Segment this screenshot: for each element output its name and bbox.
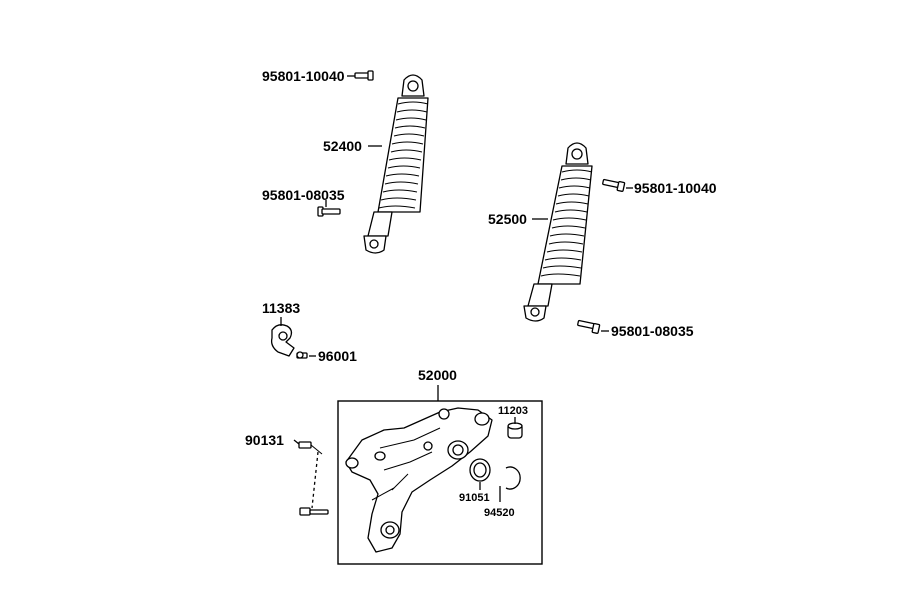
swing-arm-bracket [345, 407, 493, 553]
label-shock-right: 52500 [488, 211, 527, 227]
label-bushing: 11203 [498, 405, 528, 417]
leader-lines [280, 75, 633, 502]
label-screw: 96001 [318, 348, 357, 364]
clamp [270, 324, 295, 357]
screw [296, 351, 308, 359]
label-bolt-lower-right: 95801-08035 [611, 323, 694, 339]
bolt-top-left [354, 70, 374, 81]
bolt-lower-left [317, 206, 341, 217]
label-shock-left: 52400 [323, 138, 362, 154]
label-circlip: 94520 [484, 507, 515, 519]
label-bearing: 91051 [459, 492, 490, 504]
label-bolt-top-left: 95801-10040 [262, 68, 345, 84]
shock-absorber-right [523, 142, 593, 322]
circlip [505, 466, 521, 490]
bushing [507, 422, 523, 439]
label-clamp: 11383 [262, 300, 300, 316]
label-bracket-assembly: 52000 [418, 367, 457, 383]
label-bolt-lower-left: 95801-08035 [262, 187, 345, 203]
bolt-top-right [602, 178, 626, 192]
bolt-lower-right [577, 319, 601, 334]
bearing [469, 458, 491, 482]
shock-absorber-left [363, 74, 429, 254]
long-bolt [298, 441, 329, 516]
label-bolt-top-right: 95801-10040 [634, 180, 717, 196]
label-long-bolt: 90131 [245, 432, 284, 448]
bracket-assembly-box [337, 400, 543, 565]
